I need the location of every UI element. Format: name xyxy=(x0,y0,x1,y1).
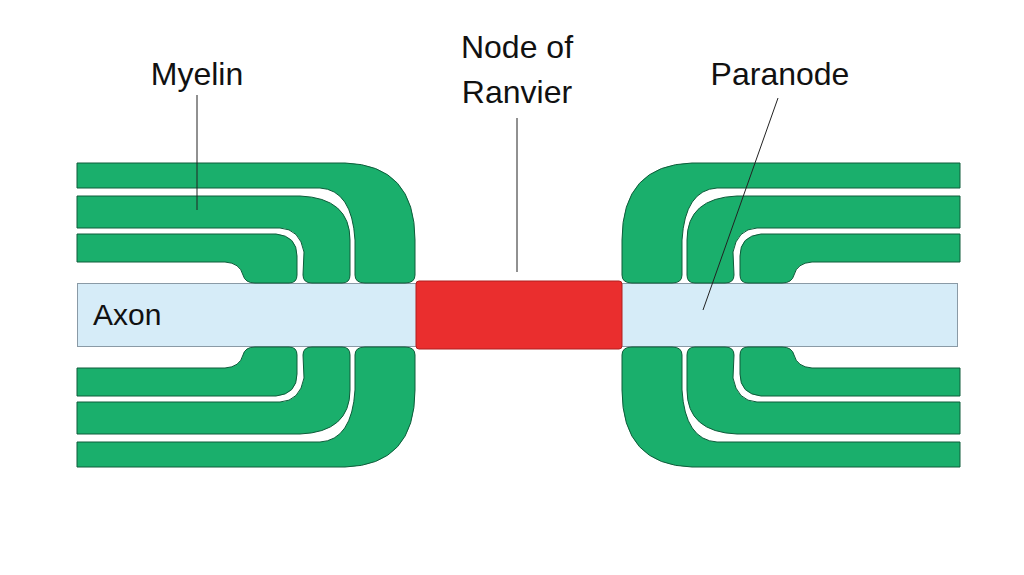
myelin-sheath xyxy=(622,163,960,283)
leader-line xyxy=(517,118,518,272)
axon-band: Axon xyxy=(77,283,958,347)
part-label: Paranode xyxy=(690,52,870,97)
myelin-sheath xyxy=(622,347,960,467)
part-label: Myelin xyxy=(117,52,277,97)
myelin-sheath xyxy=(77,347,415,467)
part-name: Axon xyxy=(93,298,161,332)
myelin-sheath xyxy=(77,163,415,283)
leader-line xyxy=(703,98,778,310)
part-label: Node of Ranvier xyxy=(432,25,602,115)
leader-line xyxy=(197,95,198,210)
